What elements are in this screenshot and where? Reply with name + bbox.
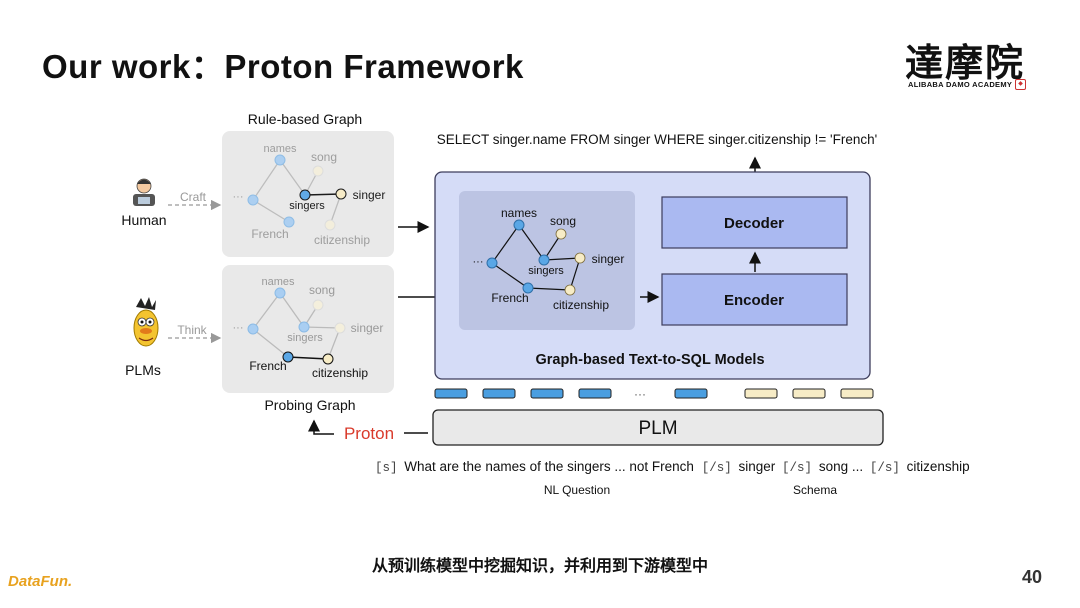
proton-label: Proton (344, 424, 394, 443)
node-citizenship: citizenship (314, 233, 370, 247)
encoder-block (661, 273, 848, 326)
plms-label: PLMs (125, 362, 161, 378)
probe-node-singers: singers (287, 332, 323, 344)
input-schema-citizenship: citizenship (907, 459, 970, 474)
model-node-ellipsis: ··· (473, 256, 484, 268)
question-token (530, 388, 564, 399)
model-graph: names song ··· singers singer French cit… (473, 206, 625, 312)
models-label: Graph-based Text-to-SQL Models (535, 352, 764, 368)
model-node-citizenship: citizenship (553, 298, 609, 312)
slide-title: Our work：Proton Framework (42, 48, 524, 85)
node-names: names (263, 143, 297, 155)
node-french: French (251, 227, 288, 241)
question-token (674, 388, 708, 399)
question-token (434, 388, 468, 399)
model-node-singers: singers (528, 265, 564, 277)
human-icon (133, 178, 155, 206)
model-node-singer: singer (592, 252, 625, 266)
node-singers: singers (289, 200, 325, 212)
input-question: What are the names of the singers ... no… (404, 459, 694, 474)
think-label: Think (177, 323, 207, 337)
question-token (578, 388, 612, 399)
damo-logo-subtitle: ALIBABA DAMO ACADEMY (908, 80, 1013, 89)
token-row: ··· (434, 387, 874, 401)
damo-logo-text: 達摩院 (905, 40, 1026, 85)
model-node-names: names (501, 206, 537, 220)
slide-caption: 从预训练模型中挖掘知识，并利用到下游模型中 (371, 558, 708, 575)
input-schema-singer: singer (738, 459, 775, 474)
schema-token (792, 388, 826, 399)
nl-question-label: NL Question (544, 483, 610, 497)
decoder-label: Decoder (724, 215, 784, 232)
model-node-song: song (550, 214, 576, 228)
schema-label: Schema (793, 483, 837, 497)
probe-node-citizenship: citizenship (312, 366, 368, 380)
node-ellipsis: ··· (233, 191, 244, 203)
bert-icon (133, 297, 159, 347)
probe-node-names: names (261, 276, 295, 288)
rule-graph: names song ··· singers singer French cit… (233, 143, 386, 247)
probing-graph-title: Probing Graph (264, 397, 355, 413)
sep-tag: [/s] (782, 461, 812, 475)
proton-to-probing-arrow (308, 419, 334, 435)
human-label: Human (121, 212, 166, 228)
question-token (482, 388, 516, 399)
probe-node-french: French (249, 359, 286, 373)
decoder-block (661, 196, 848, 249)
rule-graph-title: Rule-based Graph (248, 111, 362, 127)
probing-graph: names song ··· singers singer French cit… (233, 276, 384, 380)
node-song: song (311, 150, 337, 164)
node-singer: singer (353, 188, 386, 202)
plm-label: PLM (638, 418, 677, 439)
probe-node-song: song (309, 283, 335, 297)
plm-block (432, 409, 884, 446)
sql-query: SELECT singer.name FROM singer WHERE sin… (437, 132, 877, 147)
input-schema-song: song ... (819, 459, 863, 474)
schema-token (744, 388, 778, 399)
probe-node-singer: singer (351, 321, 384, 335)
encoder-label: Encoder (724, 292, 784, 309)
datafun-logo: DataFun. (8, 573, 73, 590)
craft-label: Craft (180, 190, 207, 204)
s-tag: [s] (375, 461, 398, 475)
sep-tag: [/s] (702, 461, 732, 475)
input-sequence: [s] What are the names of the singers ..… (375, 459, 970, 475)
sep-tag: [/s] (870, 461, 900, 475)
token-ellipsis: ··· (634, 387, 646, 401)
page-number: 40 (1021, 567, 1042, 587)
model-node-french: French (491, 291, 528, 305)
seal-icon: ◆ (1015, 79, 1026, 90)
probe-node-ellipsis: ··· (233, 322, 244, 334)
schema-token (840, 388, 874, 399)
